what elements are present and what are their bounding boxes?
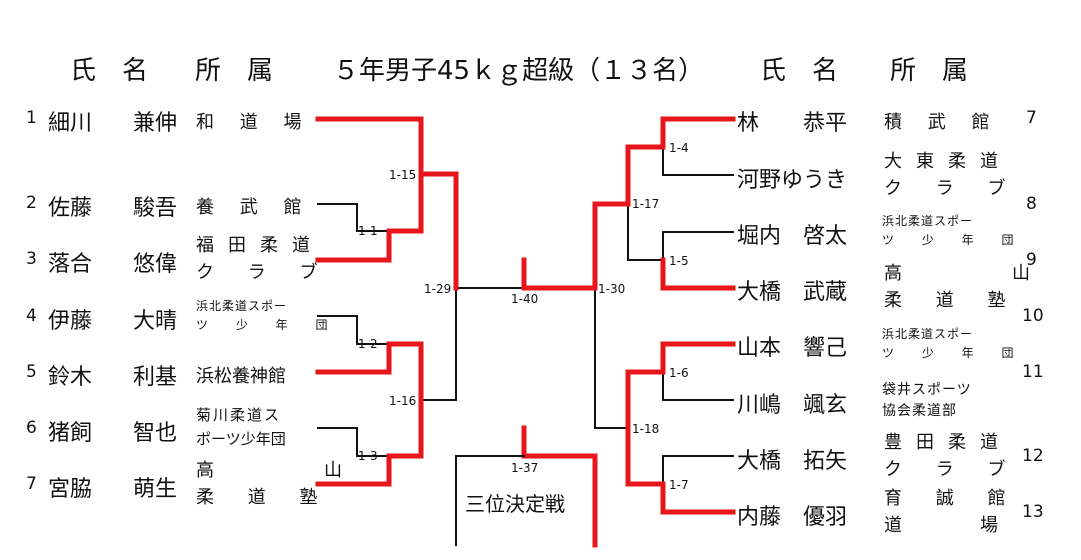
match-label: 1-16	[389, 394, 417, 408]
entry-given-name: 智也	[133, 421, 178, 446]
entry-club-line1: 袋井スポーツ	[882, 382, 972, 398]
entry-given-name: 利基	[133, 365, 178, 390]
entry-surname: 鈴木	[48, 365, 93, 390]
entry-club-line2: 柔 道 塾	[884, 290, 1020, 311]
entry-club-line2: ク ラ ブ	[884, 459, 1020, 480]
entry-club-line2: 協会柔道部	[882, 403, 957, 419]
entry-club-line1: 浜北柔道スポー	[196, 299, 288, 313]
entry-club-line1: 育 誠 館	[884, 488, 1020, 509]
entry-surname: 佐藤	[48, 196, 93, 221]
match-label: 1-18	[632, 422, 660, 436]
entry-club-line1: 豊田柔道	[884, 432, 1012, 453]
entry-name: 河野ゆうき	[737, 168, 848, 193]
entry-name: 内藤 優羽	[737, 505, 848, 530]
bracket-title: ５年男子45ｋｇ超級（１３名）	[333, 56, 705, 86]
match-label: 1-3	[358, 449, 378, 463]
entry-name: 山本 響己	[737, 336, 848, 361]
seed-number: 10	[1022, 306, 1044, 326]
entry-number: 3	[26, 249, 37, 269]
entry-surname: 伊藤	[48, 309, 93, 334]
entry-name: 川嶋 颯玄	[737, 393, 848, 418]
seed-number: 7	[1026, 108, 1037, 128]
entry-club: 積 武 館	[884, 112, 1000, 133]
entry-given-name: 悠偉	[133, 252, 178, 277]
match-label: 1-2	[358, 337, 378, 351]
third-place-label: 三位決定戦	[465, 492, 565, 516]
match-label: 1-1	[358, 224, 378, 238]
entry-number: 7	[26, 474, 37, 494]
seed-number: 8	[1026, 194, 1037, 214]
seed-number: 11	[1022, 362, 1044, 382]
entry-name: 大橋 拓矢	[737, 449, 848, 474]
right-name-header: 氏 名	[760, 56, 839, 86]
entry-club-line2: ツ 少 年 団	[196, 318, 340, 332]
seed-number: 12	[1022, 446, 1044, 466]
match-label: 1-4	[669, 141, 689, 155]
entry-given-name: 兼伸	[133, 111, 178, 136]
match-label: 1-40	[511, 292, 539, 306]
entry-club-line2: 柔 道 塾	[196, 487, 332, 508]
entry-club: 和 道 場	[196, 112, 312, 133]
entry-number: 1	[26, 108, 37, 128]
entry-surname: 細川	[48, 111, 93, 136]
match-label: 1-5	[669, 254, 689, 268]
entry-name: 堀内 啓太	[737, 224, 848, 249]
match-label: 1-6	[669, 366, 689, 380]
entry-name: 林 恭平	[737, 111, 848, 136]
left-affiliation-header: 所 属	[195, 56, 274, 86]
entry-surname: 落合	[48, 252, 93, 277]
entry-number: 6	[26, 418, 37, 438]
entry-club-line2: ク ラ ブ	[884, 178, 1020, 199]
entry-club-line1: 大東柔道	[884, 151, 1012, 172]
match-label: 1-7	[669, 478, 689, 492]
entry-club-line1: 福田柔道	[196, 235, 324, 256]
match-label: 1-30	[598, 282, 626, 296]
entry-club-line1: 高 山	[884, 263, 1044, 284]
entry-number: 4	[26, 306, 37, 326]
entry-club-line2: ツ 少 年 団	[882, 346, 1026, 360]
entry-number: 5	[26, 362, 37, 382]
entry-given-name: 大晴	[133, 309, 178, 334]
entry-surname: 宮脇	[48, 477, 93, 502]
seed-number: 9	[1026, 250, 1037, 270]
left-name-header: 氏 名	[70, 56, 149, 86]
entry-name: 大橋 武蔵	[737, 280, 848, 305]
entry-surname: 猪飼	[48, 421, 93, 446]
right-affiliation-header: 所 属	[890, 56, 969, 86]
match-label: 1-15	[389, 168, 417, 182]
entry-club: 浜松養神館	[196, 366, 286, 387]
match-label: 1-37	[511, 461, 539, 475]
match-label: 1-29	[424, 282, 452, 296]
entry-club-line2: ツ 少 年 団	[882, 233, 1026, 247]
seed-number: 13	[1022, 502, 1044, 522]
entry-given-name: 萌生	[133, 477, 178, 502]
entry-club: 養 武 館	[196, 197, 312, 218]
entry-club-line1: 菊川柔道ス	[196, 406, 282, 424]
entry-club-line1: 浜北柔道スポー	[882, 214, 974, 228]
entry-club-line2: 道 場	[884, 515, 1012, 536]
entry-club-line2: ポーツ少年団	[196, 430, 286, 448]
entry-number: 2	[26, 193, 37, 213]
entry-club-line1: 高 山	[196, 460, 356, 481]
match-label: 1-17	[632, 197, 660, 211]
entry-club-line1: 浜北柔道スポー	[882, 327, 974, 341]
entry-given-name: 駿吾	[133, 196, 178, 221]
entry-club-line2: ク ラ ブ	[196, 262, 332, 283]
